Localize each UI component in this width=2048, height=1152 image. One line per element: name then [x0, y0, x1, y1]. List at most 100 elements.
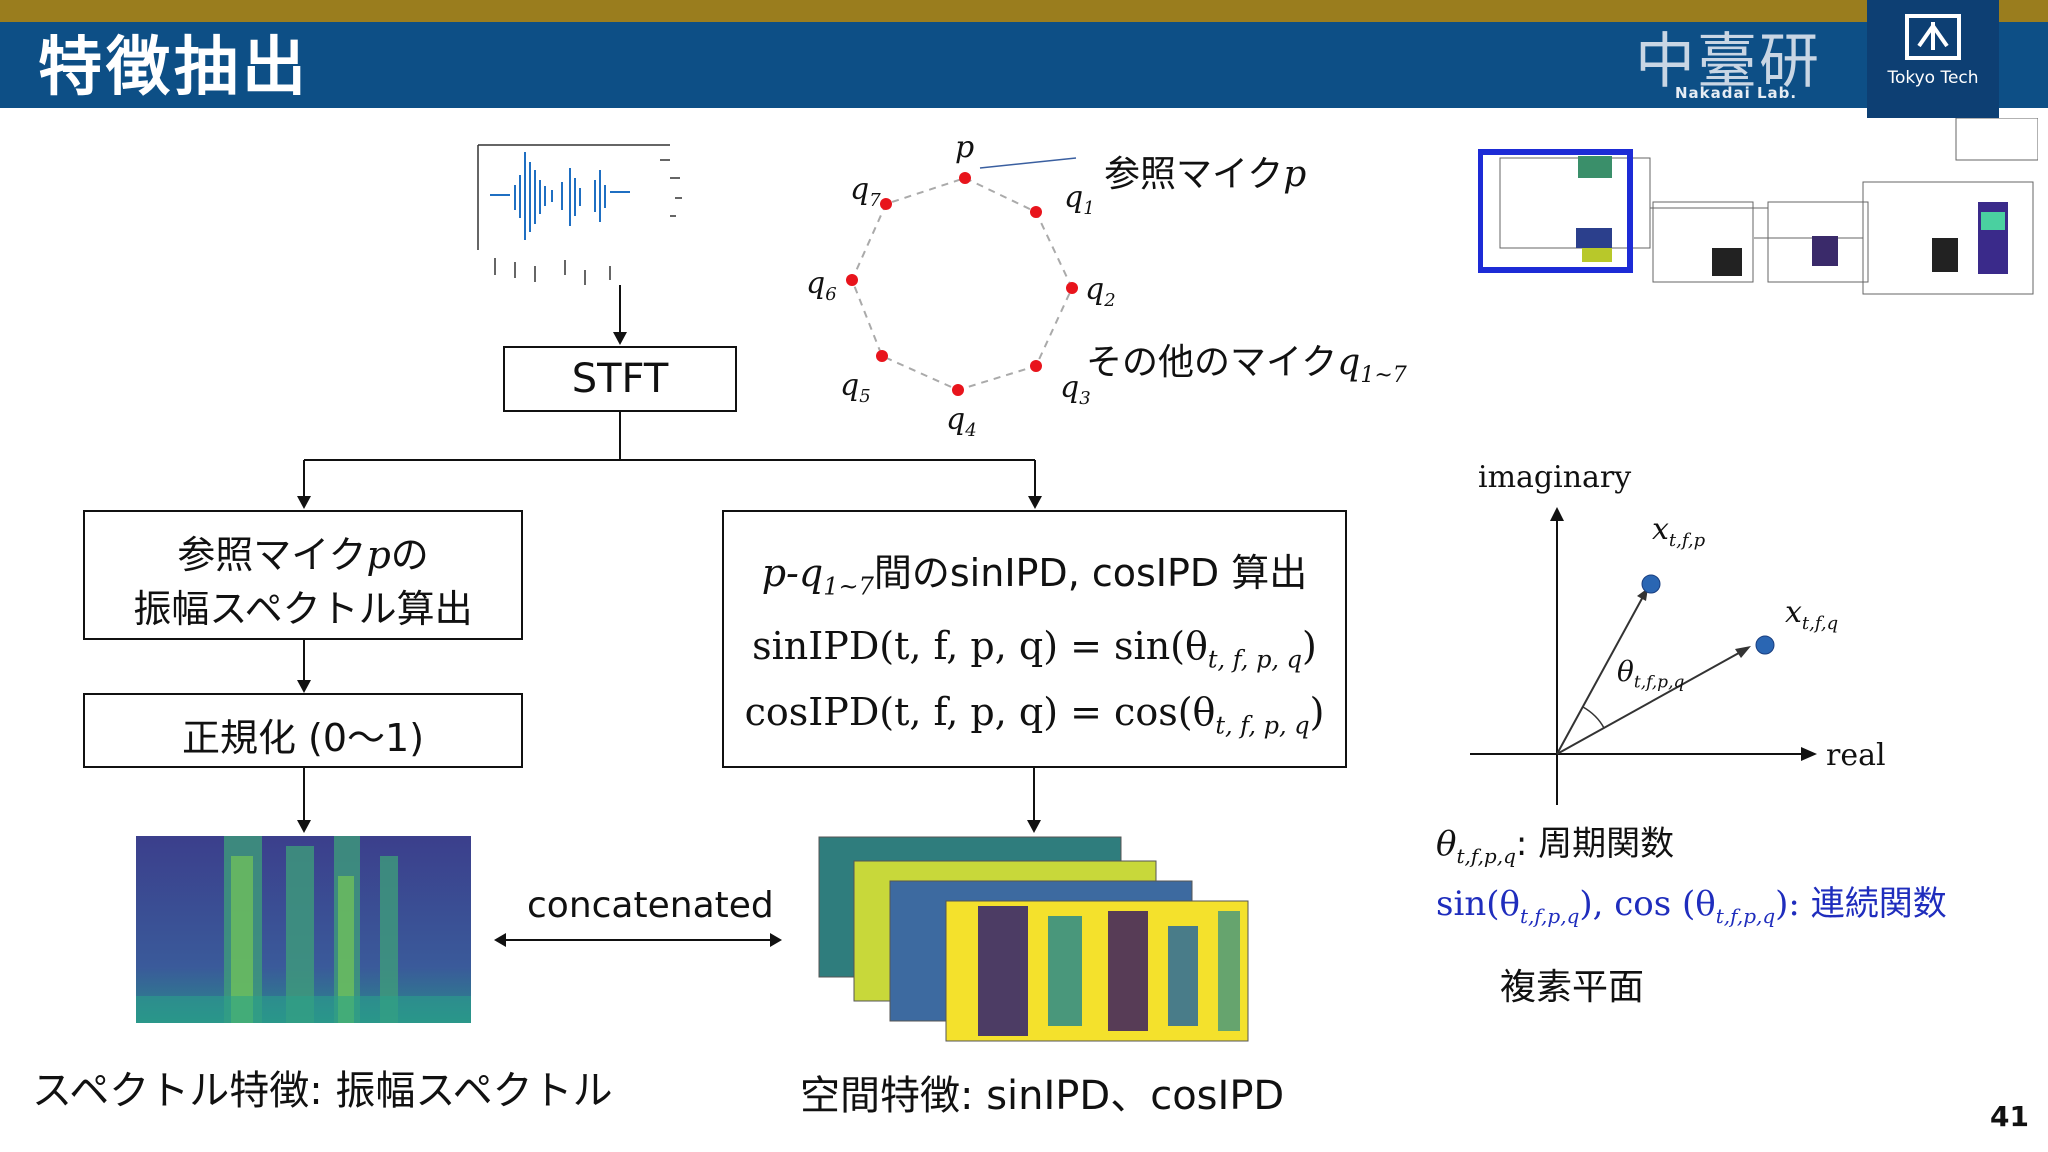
ipd-title-sub: 1~7: [823, 572, 874, 601]
cos-formula-close: ): [1309, 690, 1325, 734]
mic-q6-name: q: [806, 266, 826, 301]
cos-formula-sub: t, f, p, q: [1215, 711, 1310, 740]
other-mic-text: その他のマイク: [1086, 342, 1338, 383]
amplitude-line1-text: 参照マイク: [177, 533, 367, 577]
mic-array-diagram: [846, 157, 1078, 396]
mic-dots: [846, 172, 1078, 396]
arrow-to-spectrogram: [297, 768, 311, 833]
mic-q7-name: q: [850, 172, 870, 207]
continuous-function-line: sin(θt,f,p,q), cos (θt,f,p,q): 連続関数: [1436, 876, 1947, 928]
sin-ipd-formula: sinIPD(t, f, p, q) = sin(θt, f, p, q): [724, 624, 1345, 674]
mic-q2-name: q: [1085, 272, 1105, 307]
mic-q5-label: q5: [840, 368, 871, 407]
sin-formula-lhs: sinIPD(t, f, p, q) = sin(θ: [752, 624, 1208, 668]
mic-q6-label: q6: [806, 266, 837, 305]
lab-logo: 中臺研 Nakadai Lab.: [1635, 27, 1821, 102]
amplitude-box: 参照マイクpの 振幅スペクトル算出: [83, 510, 523, 640]
mic-q7-sub: 7: [869, 190, 881, 211]
stft-box: STFT: [503, 346, 737, 412]
spectral-feature-caption: スペクトル特徴: 振幅スペクトル: [32, 1068, 613, 1114]
ref-mic-label: 参照マイクp: [1104, 145, 1306, 197]
periodic-theta: θ: [1436, 824, 1457, 864]
continuous-sub-2: t,f,p,q: [1715, 903, 1776, 928]
concatenated-label: concatenated: [527, 885, 774, 926]
point-q-sub: t,f,q: [1801, 613, 1839, 634]
arrow-to-stft: [613, 285, 627, 345]
mic-q4-sub: 4: [965, 420, 977, 441]
mic-q3-sub: 3: [1079, 388, 1091, 409]
continuous-sub-1: t,f,p,q: [1519, 903, 1580, 928]
stft-label: STFT: [571, 356, 669, 402]
university-name: Tokyo Tech: [1887, 68, 1979, 88]
mic-q2-sub: 2: [1104, 290, 1116, 311]
periodic-function-line: θt,f,p,q: 周期関数: [1436, 824, 1675, 868]
continuous-mid: ), cos (θ: [1579, 884, 1716, 924]
other-mic-label: その他のマイクq1~7: [1086, 333, 1407, 388]
mic-q4-label: q4: [946, 402, 977, 441]
spectrogram-image: [136, 836, 471, 1023]
other-mic-sub: 1~7: [1360, 363, 1407, 389]
angle-var: θ: [1617, 655, 1634, 688]
angle-label: θt,f,p,q: [1617, 655, 1684, 693]
amplitude-line1-tail: の: [390, 533, 429, 577]
system-diagram-thumbnail: [1478, 118, 2038, 338]
continuous-end: ):: [1775, 884, 1811, 924]
sin-formula-close: ): [1302, 624, 1317, 668]
ipd-title-rest: 間のsinIPD, cosIPD 算出: [873, 551, 1308, 595]
lab-logo-kanji: 中臺研: [1635, 27, 1821, 97]
university-emblem-icon: [1905, 14, 1961, 60]
normalize-box: 正規化 (0〜1): [83, 693, 523, 768]
double-arrow: [494, 933, 782, 947]
point-q-var: x: [1785, 595, 1802, 630]
arrow-to-normalize: [297, 640, 311, 693]
mic-q4-name: q: [946, 402, 966, 437]
spatial-feature-caption: 空間特徴: sinIPD、cosIPD: [800, 1073, 1285, 1119]
mic-q3-label: q3: [1060, 370, 1091, 409]
top-accent-strip: [0, 0, 2048, 22]
cos-formula-lhs: cosIPD(t, f, p, q) = cos(θ: [744, 690, 1216, 734]
imaginary-axis-label: imaginary: [1478, 460, 1632, 495]
ref-mic-text: 参照マイク: [1104, 154, 1284, 195]
slide-title: 特徴抽出: [38, 31, 310, 105]
complex-plane-caption: 複素平面: [1500, 967, 1645, 1008]
point-p-label: xt,f,p: [1652, 512, 1705, 551]
sin-formula-sub: t, f, p, q: [1207, 645, 1303, 674]
point-p-sub: t,f,p: [1668, 530, 1706, 551]
slide-header-bar: [0, 22, 2048, 108]
continuous-label: 連続関数: [1810, 884, 1947, 924]
mic-p-label: p: [955, 130, 975, 165]
complex-plane-diagram: [1470, 507, 1817, 805]
lab-logo-name: Nakadai Lab.: [1675, 84, 1798, 102]
arrow-to-ipd-images: [1027, 768, 1041, 833]
amplitude-line2: 振幅スペクトル算出: [133, 587, 473, 631]
point-q-label: xt,f,q: [1785, 595, 1838, 634]
periodic-label: 周期関数: [1538, 824, 1675, 864]
normalize-label: 正規化 (0〜1): [181, 716, 425, 760]
point-p-var: x: [1652, 512, 1669, 547]
amplitude-p-var: p: [366, 533, 391, 577]
ipd-box-title: p-q1~7間のsinIPD, cosIPD 算出: [724, 542, 1345, 601]
mic-q5-sub: 5: [859, 386, 871, 407]
mic-q1-label: q1: [1064, 180, 1095, 219]
periodic-theta-sub: t,f,p,q: [1456, 843, 1516, 868]
ipd-box: p-q1~7間のsinIPD, cosIPD 算出 sinIPD(t, f, p…: [722, 510, 1347, 768]
mic-q1-name: q: [1064, 180, 1084, 215]
mic-q1-sub: 1: [1083, 198, 1095, 219]
ipd-title-prefix: p-q: [761, 551, 824, 595]
mic-q2-label: q2: [1085, 272, 1116, 311]
university-badge: Tokyo Tech: [1867, 0, 1999, 132]
ipd-images-stack: [818, 836, 1249, 1042]
amplitude-line1: 参照マイクpの: [85, 524, 521, 579]
mic-q5-name: q: [840, 368, 860, 403]
angle-sub: t,f,p,q: [1633, 672, 1685, 693]
mic-q3-name: q: [1060, 370, 1080, 405]
waveform-image: [477, 144, 682, 285]
mic-q6-sub: 6: [825, 284, 837, 305]
real-axis-label: real: [1826, 738, 1886, 773]
ref-mic-var: p: [1283, 154, 1307, 195]
page-number: 41: [1990, 1100, 2029, 1133]
mic-q7-label: q7: [850, 172, 881, 211]
other-mic-var: q: [1337, 342, 1361, 383]
continuous-prefix: sin(θ: [1436, 884, 1520, 924]
stft-branch-connector: [297, 412, 1042, 509]
